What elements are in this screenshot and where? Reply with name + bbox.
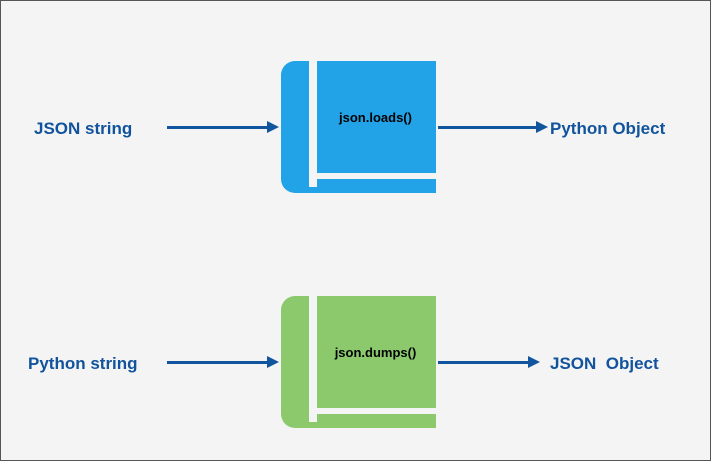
target-label-python-object: Python Object (550, 119, 666, 138)
arrow-shaft (438, 126, 536, 129)
arrow-python-string-to-dumps (167, 355, 279, 369)
arrow-head-icon (536, 121, 548, 133)
arrow-shaft (438, 361, 528, 364)
arrow-json-string-to-loads (167, 120, 279, 134)
arrow-head-icon (267, 121, 279, 133)
book-spine-gap-vertical (309, 296, 317, 422)
target-label-json-object: JSON Object (550, 354, 659, 373)
book-icon-loads: json.loads() (281, 61, 436, 193)
book-pages (317, 296, 434, 408)
arrow-shaft (167, 126, 267, 129)
book-pages (317, 61, 434, 173)
arrow-dumps-to-json-object (438, 355, 540, 369)
book-spine-gap-horizontal (309, 173, 436, 179)
book-spine-gap-horizontal (309, 408, 436, 414)
arrow-head-icon (528, 356, 540, 368)
book-spine-gap-vertical (309, 61, 317, 187)
operation-label-json-dumps: json.dumps() (334, 344, 417, 360)
source-label-python-string: Python string (28, 354, 138, 373)
flow-row-dumps: Python string json.dumps() JSON Object (1, 289, 710, 439)
operation-label-json-loads: json.loads() (339, 109, 412, 125)
arrow-loads-to-python-object (438, 120, 548, 134)
arrow-head-icon (267, 356, 279, 368)
arrow-shaft (167, 361, 267, 364)
source-label-json-string: JSON string (34, 119, 133, 138)
book-icon-dumps: json.dumps() (281, 296, 436, 428)
flow-row-loads: JSON string json.loads() Python Object (1, 54, 710, 204)
